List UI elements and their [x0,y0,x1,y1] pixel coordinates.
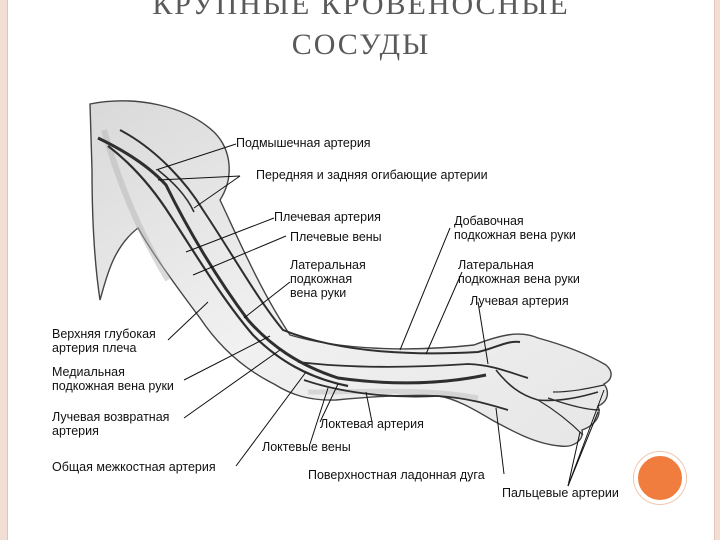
label-accessory-cephalic-vein: Добавочная подкожная вена руки [454,214,576,242]
slide: КРУПНЫЕ КРОВЕНОСНЫЕ СОСУДЫ [7,0,715,540]
brachial-vein-vessel [107,145,349,388]
radial-artery-vessel [297,361,529,379]
decorative-orange-circle [634,452,686,504]
label-circumflex-arteries: Передняя и задняя огибающие артерии [256,168,488,182]
ulnar-artery-vessel [303,379,509,411]
label-radial-recurrent-artery: Лучевая возвратная артерия [52,410,170,438]
arm-vessels-illustration [89,100,612,487]
digital-artery-3 [552,384,605,393]
slide-title-line-2: СОСУДЫ [291,28,431,61]
label-lateral-cephalic-vein-forearm: Латеральная подкожная вена руки [458,258,580,286]
label-medial-basilic-vein: Медиальная подкожная вена руки [52,365,174,393]
label-radial-artery: Лучевая артерия [470,294,569,308]
label-ulnar-artery: Локтевая артерия [320,417,424,431]
label-axillary-artery: Подмышечная артерия [236,136,371,150]
label-deep-brachial-artery: Верхняя глубокая артерия плеча [52,327,156,355]
label-brachial-artery: Плечевая артерия [274,210,381,224]
label-superficial-palmar-arch: Поверхностная ладонная дуга [308,468,485,482]
label-common-interosseous-artery: Общая межкостная артерия [52,460,216,474]
cephalic-vein-vessel [119,129,521,355]
axillary-artery-vessel [97,136,487,385]
label-ulnar-veins: Локтевые вены [262,440,351,454]
label-brachial-veins: Плечевые вены [290,230,382,244]
label-digital-arteries: Пальцевые артерии [502,486,619,500]
slide-title-line-1: КРУПНЫЕ КРОВЕНОСНЫЕ [152,0,570,21]
label-lateral-cephalic-vein-upper: Латеральная подкожная вена руки [290,258,366,300]
arm-silhouette [89,100,612,447]
circumflex-vessel [157,169,195,213]
